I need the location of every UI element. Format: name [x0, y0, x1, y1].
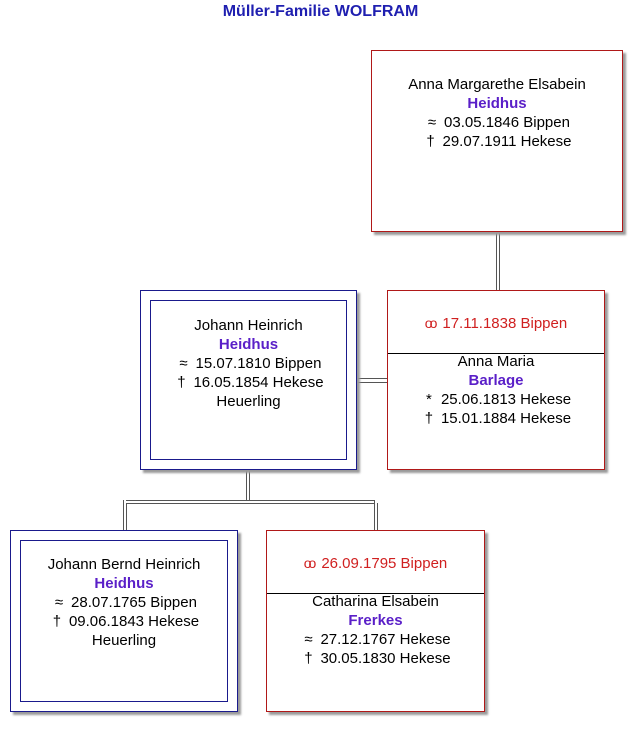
surname: Frerkes — [348, 612, 403, 629]
death-symbol: † — [426, 133, 435, 150]
baptism-symbol: ≈ — [54, 594, 64, 611]
connector-line — [357, 378, 387, 379]
surname: Barlage — [468, 372, 524, 389]
connector-line — [249, 470, 250, 500]
given-name: Anna Maria — [457, 353, 535, 370]
baptism-date: ≈15.07.1810 Bippen — [141, 354, 356, 373]
death-date: †29.07.1911 Hekese — [372, 132, 622, 151]
page-title: Müller-Familie WOLFRAM — [222, 3, 419, 20]
death-date: †15.01.1884 Hekese — [388, 409, 604, 428]
card-inner-frame — [20, 540, 228, 702]
person-card-anna-margarethe[interactable]: Anna Margarethe Elsabein Heidhus ≈03.05.… — [371, 50, 623, 232]
marriage-rings-icon: oo — [424, 315, 437, 331]
surname: Heidhus — [467, 95, 527, 112]
baptism-date: ≈28.07.1765 Bippen — [11, 593, 237, 612]
connector-line — [374, 500, 375, 530]
death-symbol: † — [177, 374, 186, 391]
connector-line — [496, 232, 497, 290]
card-divider — [388, 353, 604, 354]
connector-line — [123, 500, 124, 530]
given-name: Catharina Elsabein — [312, 593, 439, 610]
connector-line — [357, 382, 387, 383]
connector-line — [377, 503, 378, 530]
death-symbol: † — [304, 650, 313, 667]
surname: Heidhus — [218, 336, 279, 353]
card-inner-frame — [150, 300, 347, 460]
death-date: †09.06.1843 Hekese — [11, 612, 237, 631]
baptism-date: ≈27.12.1767 Hekese — [267, 630, 484, 649]
occupation: Heuerling — [91, 632, 157, 649]
connector-line — [126, 500, 374, 501]
birth-date: *25.06.1813 Hekese — [388, 390, 604, 409]
death-date: †16.05.1854 Hekese — [141, 373, 356, 392]
connector-line — [126, 503, 374, 504]
connector-line — [126, 503, 127, 530]
connector-line — [246, 470, 247, 500]
marriage-rings-icon: oo — [303, 555, 316, 571]
occupation: Heuerling — [216, 393, 281, 410]
birth-symbol: * — [426, 391, 432, 408]
given-name: Johann Heinrich — [194, 317, 303, 334]
given-name: Anna Margarethe Elsabein — [408, 76, 586, 93]
person-card-johann-heinrich[interactable]: Johann Heinrich Heidhus ≈15.07.1810 Bipp… — [140, 290, 357, 470]
given-name: Johann Bernd Heinrich — [47, 556, 201, 573]
baptism-symbol: ≈ — [179, 355, 188, 372]
baptism-symbol: ≈ — [304, 631, 313, 648]
surname: Heidhus — [94, 575, 154, 592]
death-symbol: † — [52, 613, 62, 630]
death-symbol: † — [424, 410, 434, 427]
baptism-symbol: ≈ — [427, 114, 437, 131]
connector-line — [499, 232, 500, 290]
death-date: †30.05.1830 Hekese — [267, 649, 484, 668]
baptism-date: ≈03.05.1846 Bippen — [372, 113, 622, 132]
person-card-johann-bernd[interactable]: Johann Bernd Heinrich Heidhus ≈28.07.176… — [10, 530, 238, 712]
card-divider — [267, 593, 484, 594]
